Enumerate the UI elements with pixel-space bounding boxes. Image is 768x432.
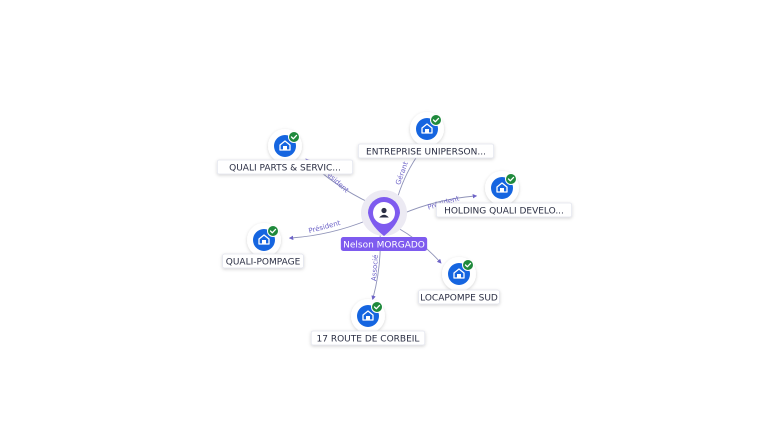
company-node-entreprise[interactable]: ENTREPRISE UNIPERSON... [357,112,495,159]
person-label-bg [340,237,428,251]
check-badge-icon [505,173,517,185]
edge-entreprise: Gérant [394,150,422,197]
check-badge-icon [288,131,300,143]
company-name: ENTREPRISE UNIPERSON... [366,148,486,158]
person-name: Nelson MORGADO [343,241,425,251]
company-node-corbeil[interactable]: 17 ROUTE DE CORBEIL [310,299,426,346]
company-name: 17 ROUTE DE CORBEIL [317,335,420,345]
person-node[interactable]: Nelson MORGADO [340,190,428,251]
edge-line [401,193,478,215]
check-badge-icon [371,301,383,313]
company-label: 17 ROUTE DE CORBEIL [310,330,426,346]
check-badge-icon [462,259,474,271]
company-label: QUALI-POMPAGE [222,253,304,269]
company-node-locapompe[interactable]: LOCAPOMPE SUD [418,257,500,305]
company-name: HOLDING QUALI DEVELO... [444,207,564,217]
company-node-quali-parts[interactable]: QUALI PARTS & SERVIC... [216,129,354,175]
company-label: QUALI PARTS & SERVIC... [216,159,354,175]
relation-label: Gérant [394,160,410,186]
building-icon [496,182,508,193]
building-icon [362,310,374,321]
company-name: QUALI PARTS & SERVIC... [229,164,341,174]
edge-quali-pompage: Président [288,219,369,241]
company-node-quali-pompage[interactable]: QUALI-POMPAGE [222,223,304,269]
check-badge-icon [430,114,442,126]
company-name: QUALI-POMPAGE [226,258,301,268]
company-name: LOCAPOMPE SUD [420,294,498,304]
person-icon [379,207,389,218]
building-icon [453,268,465,279]
building-icon [258,234,270,245]
relation-label: Président [308,219,342,235]
company-label: ENTREPRISE UNIPERSON... [357,143,495,159]
check-badge-icon [267,225,279,237]
building-icon [421,123,433,134]
company-label: HOLDING QUALI DEVELO... [435,202,573,218]
building-icon [279,140,291,151]
edge-line [288,219,369,241]
relation-label: Associé [370,254,380,281]
company-label: LOCAPOMPE SUD [418,289,500,305]
company-node-holding[interactable]: HOLDING QUALI DEVELO... [435,171,573,218]
